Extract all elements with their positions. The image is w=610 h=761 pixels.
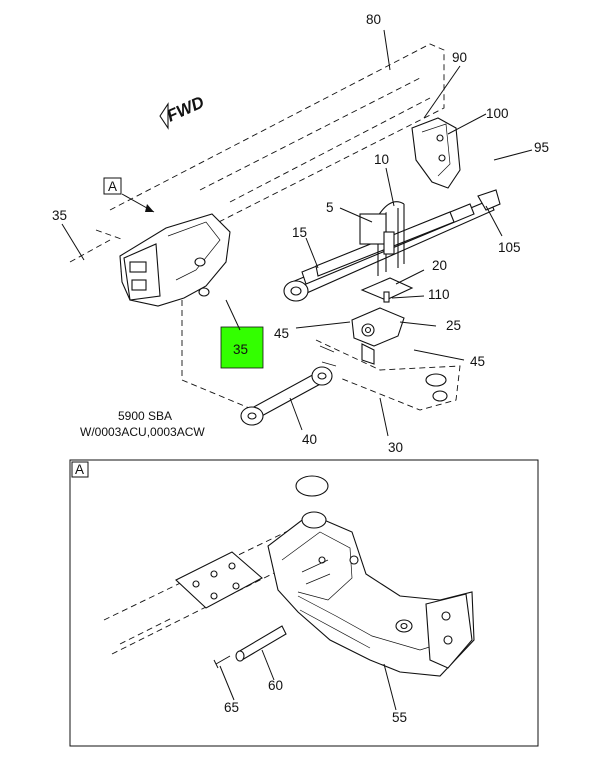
- callouts: 80 90 100 95 10 5 15 105 20 110 25 45 45…: [52, 12, 549, 455]
- svg-text:100: 100: [486, 106, 509, 121]
- svg-text:35: 35: [233, 342, 248, 357]
- svg-text:55: 55: [392, 710, 407, 725]
- u-bolt: [359, 201, 405, 276]
- svg-text:60: 60: [268, 678, 283, 693]
- svg-text:95: 95: [534, 140, 549, 155]
- svg-text:35: 35: [52, 208, 67, 223]
- applicability-note: 5900 SBA W/0003ACU,0003ACW: [80, 409, 205, 439]
- callout-110[interactable]: 110: [428, 287, 450, 302]
- svg-text:40: 40: [302, 432, 317, 447]
- svg-text:25: 25: [446, 318, 461, 333]
- callout-15[interactable]: 15: [292, 225, 307, 240]
- detail-ref-marker: A: [103, 177, 155, 213]
- torque-rod: [240, 366, 333, 426]
- callout-25[interactable]: 25: [446, 318, 461, 333]
- callout-105[interactable]: 105: [498, 240, 521, 255]
- forward-direction-indicator: FWD: [159, 93, 207, 130]
- svg-text:45: 45: [274, 326, 289, 341]
- svg-text:105: 105: [498, 240, 521, 255]
- callout-55[interactable]: 55: [392, 710, 407, 725]
- svg-text:W/0003ACU,0003ACW: W/0003ACU,0003ACW: [80, 425, 205, 439]
- svg-text:15: 15: [292, 225, 307, 240]
- callout-80[interactable]: 80: [366, 12, 381, 27]
- axle-bracket: [351, 307, 405, 365]
- axle-plate: [315, 339, 461, 411]
- front-hanger-bracket: [95, 213, 255, 411]
- callout-30[interactable]: 30: [388, 440, 403, 455]
- callout-40[interactable]: 40: [302, 432, 317, 447]
- callout-5[interactable]: 5: [326, 200, 334, 215]
- callout-45-right[interactable]: 45: [470, 354, 485, 369]
- svg-text:80: 80: [366, 12, 381, 27]
- fwd-label: FWD: [164, 93, 207, 126]
- detail-ref-letter: A: [108, 179, 117, 194]
- frame-rail: [69, 43, 445, 273]
- callout-20[interactable]: 20: [432, 258, 447, 273]
- svg-text:65: 65: [224, 700, 239, 715]
- svg-text:5900 SBA: 5900 SBA: [118, 409, 172, 423]
- callout-90[interactable]: 90: [452, 50, 467, 65]
- callout-95[interactable]: 95: [534, 140, 549, 155]
- detail-panel-letter: A: [75, 462, 84, 477]
- svg-text:90: 90: [452, 50, 467, 65]
- callout-10[interactable]: 10: [374, 152, 389, 167]
- svg-text:5: 5: [326, 200, 334, 215]
- callout-65[interactable]: 65: [224, 700, 239, 715]
- rear-spring-hanger: [411, 117, 461, 189]
- svg-text:10: 10: [374, 152, 389, 167]
- svg-text:30: 30: [388, 440, 403, 455]
- svg-text:20: 20: [432, 258, 447, 273]
- callout-45-left[interactable]: 45: [274, 326, 289, 341]
- selected-callout-highlight[interactable]: [220, 326, 264, 369]
- svg-text:110: 110: [428, 287, 450, 302]
- callout-35-highlighted[interactable]: 35: [233, 342, 248, 357]
- callout-100[interactable]: 100: [486, 106, 509, 121]
- detail-a-panel: A 60 6: [69, 459, 539, 747]
- callout-35-left[interactable]: 35: [52, 208, 67, 223]
- callout-60[interactable]: 60: [268, 678, 283, 693]
- axle-seat: [360, 277, 414, 303]
- svg-text:45: 45: [470, 354, 485, 369]
- leader-lines: [61, 29, 533, 437]
